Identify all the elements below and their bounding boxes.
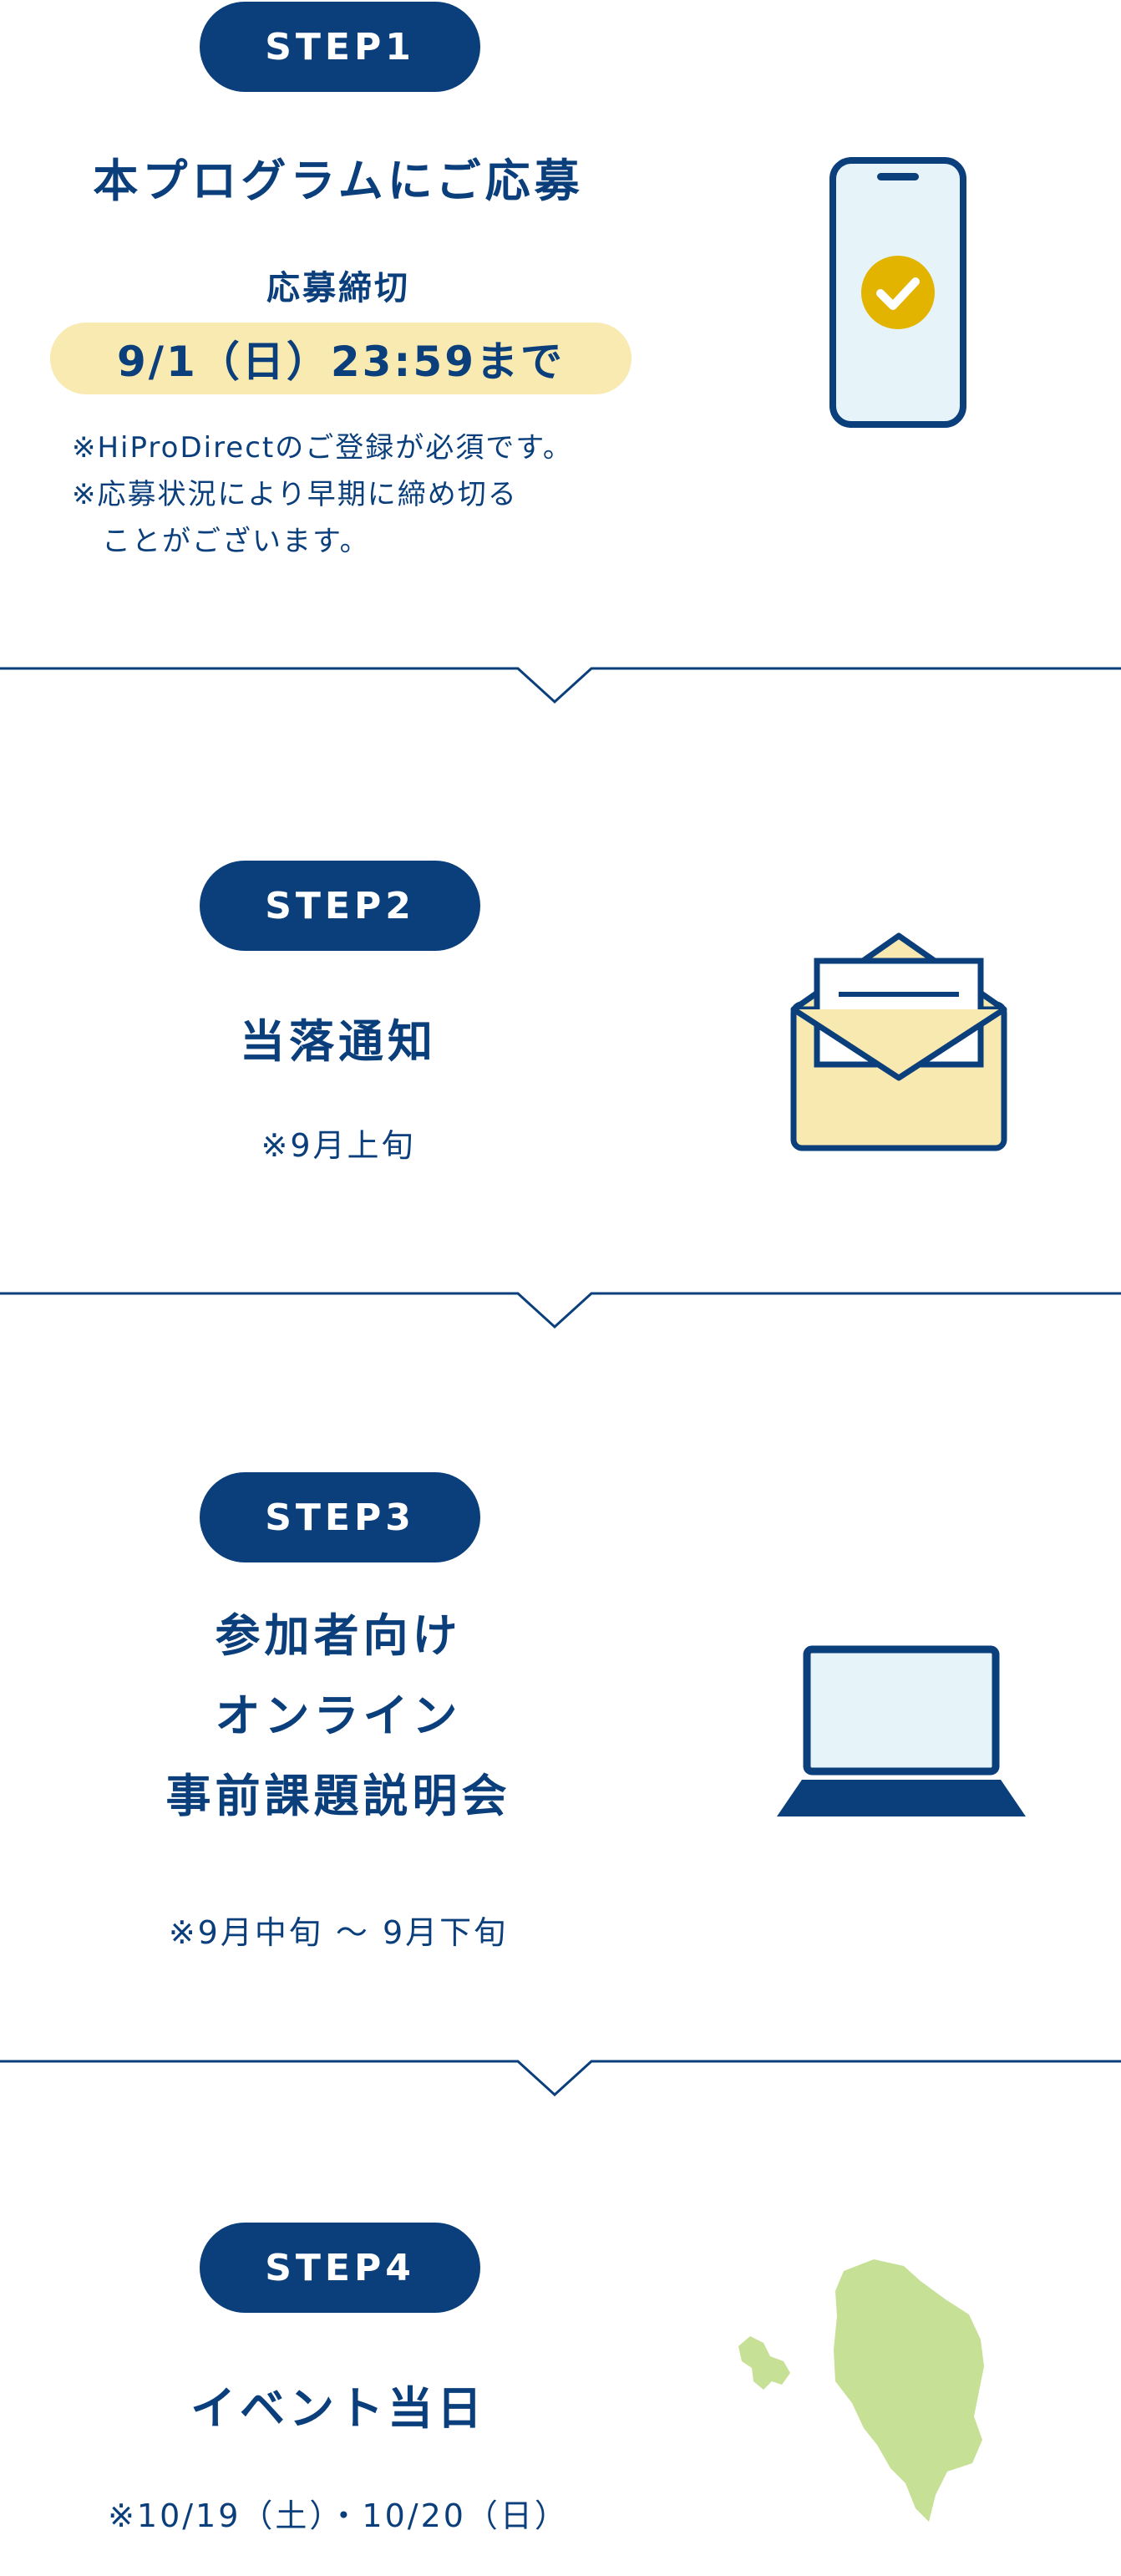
step3-divider (0, 2060, 1121, 2097)
step2-divider (0, 1292, 1121, 1329)
step3-section: STEP3 参加者向け オンライン 事前課題説明会 ※9月中旬 〜 9月下旬 (0, 1472, 1121, 1990)
step1-section: STEP1 本プログラムにご応募 応募締切 9/1（日）23:59まで ※HiP… (0, 0, 1121, 668)
step2-title: 当落通知 (240, 1015, 437, 1068)
note-line: ※HiProDirectのご登録が必須です。 (72, 431, 573, 465)
smartphone-check-icon (829, 157, 966, 428)
deadline-value: 9/1（日）23:59まで (50, 323, 632, 394)
step2-badge: STEP2 (200, 861, 480, 951)
step4-badge: STEP4 (200, 2223, 480, 2313)
step3-title: 参加者向け オンライン 事前課題説明会 (0, 1596, 677, 1837)
island-map-icon (738, 2259, 984, 2522)
step4-title: イベント当日 (190, 2382, 486, 2435)
step3-title-line: 参加者向け (215, 1609, 462, 1662)
step1-title: 本プログラムにご応募 (93, 155, 584, 207)
laptop-icon (777, 1645, 1026, 1816)
step1-badge: STEP1 (200, 2, 480, 92)
step2-note: ※9月上旬 (261, 1127, 416, 1164)
step2-section: STEP2 当落通知 ※9月上旬 (0, 861, 1121, 1278)
step4-section: STEP4 イベント当日 ※10/19（土）・10/20（日） (0, 2223, 1121, 2576)
deadline-label: 応募締切 (266, 269, 410, 307)
step4-note: ※10/19（土）・10/20（日） (108, 2497, 569, 2534)
step1-divider (0, 667, 1121, 704)
step3-badge: STEP3 (200, 1472, 480, 1562)
step3-title-line: 事前課題説明会 (165, 1770, 511, 1822)
note-line: ※応募状況により早期に締め切る (72, 478, 518, 511)
envelope-letter-icon (790, 932, 1007, 1151)
note-line: ことがございます。 (72, 525, 370, 558)
step3-title-line: オンライン (215, 1689, 462, 1742)
step1-notes: ※HiProDirectのご登録が必須です。 ※応募状況により早期に締め切る こ… (72, 424, 573, 565)
step3-note: ※9月中旬 〜 9月下旬 (168, 1914, 509, 1951)
